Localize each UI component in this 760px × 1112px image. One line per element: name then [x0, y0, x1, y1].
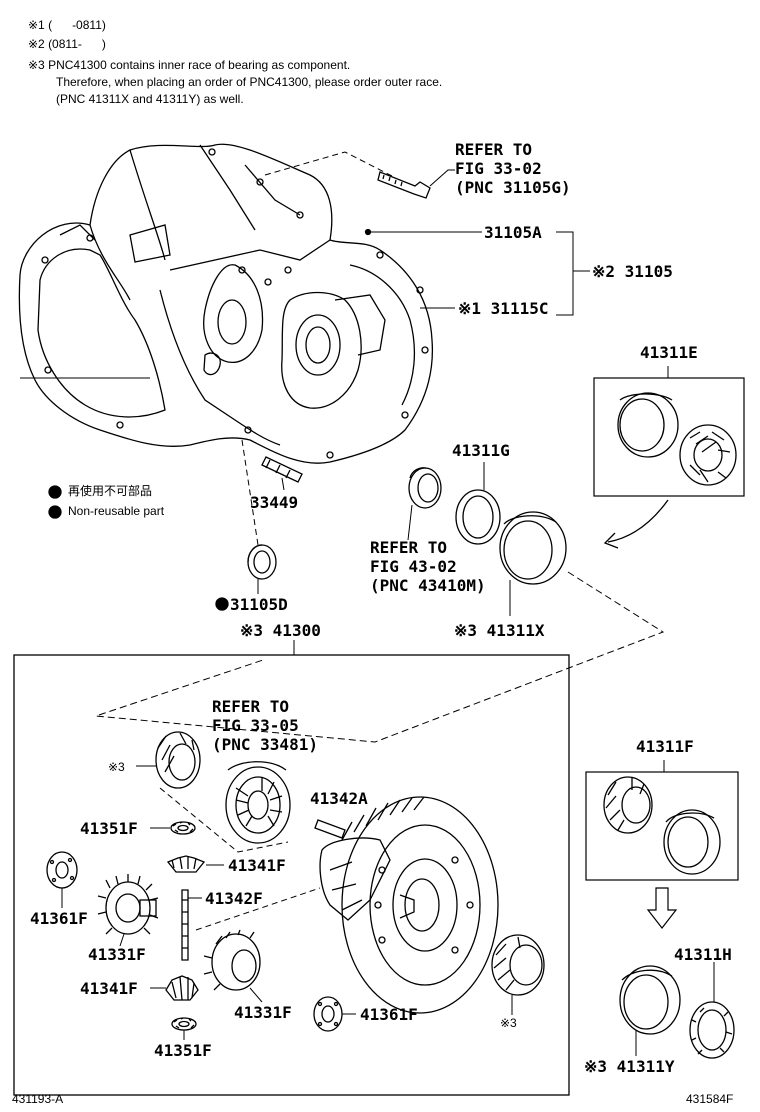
refer-fig-33-05: REFER TO FIG 33-05 (PNC 33481)	[212, 697, 318, 754]
shim-41311g	[455, 489, 501, 545]
refer-line-3: (PNC 31105G)	[455, 178, 571, 197]
label-41341f-bottom: 41341F	[80, 979, 138, 998]
label-31115c: ※1 31115C	[458, 299, 549, 318]
box-41300	[13, 654, 570, 1096]
label-31105a: 31105A	[484, 223, 542, 242]
gear-41341f-top	[166, 855, 206, 873]
label-31105d: 31105D	[230, 595, 288, 614]
label-41341f-top: 41341F	[228, 856, 286, 875]
side-gear-41331f-left	[97, 874, 159, 935]
mark-3-left-bearing: ※3	[108, 760, 125, 774]
race-41311y	[619, 965, 681, 1035]
refer-line-1: REFER TO	[455, 140, 533, 159]
washer-41351f-bottom	[171, 1017, 197, 1031]
footer-right-code: 431584F	[686, 1092, 734, 1106]
label-41342f: 41342F	[205, 889, 263, 908]
thrust-washer-41361f-left	[46, 851, 78, 889]
race-41311x	[499, 511, 567, 585]
note-2: ※2 (0811- )	[28, 37, 106, 51]
thrust-washer-41361f-center	[313, 996, 343, 1032]
note-1: ※1 ( -0811)	[28, 18, 106, 32]
bearing-cone-left	[155, 731, 201, 789]
gear-41341f-bottom	[165, 975, 199, 1001]
refer-line-3: (PNC 43410M)	[370, 576, 486, 595]
label-41311e: 41311E	[640, 343, 698, 362]
refer-fig-33-02: REFER TO FIG 33-02 (PNC 31105G)	[455, 140, 571, 197]
footer-left-code: 431193-A	[12, 1092, 64, 1106]
shim-41311h	[689, 1001, 735, 1059]
pin-41342a	[314, 819, 346, 839]
washer-41351f-top	[170, 821, 196, 835]
label-41342a: 41342A	[310, 789, 368, 808]
note-3-line3: (PNC 41311X and 41311Y) as well.	[56, 92, 244, 106]
seal-31105d	[247, 544, 277, 580]
note-3-line2: Therefore, when placing an order of PNC4…	[56, 75, 443, 89]
label-33449: 33449	[250, 493, 299, 512]
shaft-41342f	[181, 889, 189, 961]
label-41311f-box: 41311F	[636, 737, 694, 756]
differential-case-ring-gear	[319, 796, 499, 1014]
refer-fig-43-02: REFER TO FIG 43-02 (PNC 43410M)	[370, 538, 486, 595]
label-41300: ※3 41300	[240, 621, 321, 640]
label-41331f-left: 41331F	[88, 945, 146, 964]
bolt-31105g	[377, 171, 431, 199]
note-3: ※3 PNC41300 contains inner race of beari…	[28, 58, 351, 72]
refer-line-2: FIG 33-02	[455, 159, 542, 178]
box-41311f	[585, 771, 739, 881]
refer-line-2: FIG 43-02	[370, 557, 457, 576]
seal-43410m	[408, 467, 442, 509]
bearing-roller-41311e	[679, 424, 737, 486]
refer-line-1: REFER TO	[212, 697, 290, 716]
bearing-roller-41311f	[603, 776, 653, 834]
box-41311e	[593, 377, 745, 497]
label-41311y: ※3 41311Y	[584, 1057, 675, 1076]
label-41361f-center: 41361F	[360, 1005, 418, 1024]
non-reusable-dot-1	[48, 485, 62, 499]
refer-line-2: FIG 33-05	[212, 716, 299, 735]
non-reusable-dot-2	[48, 505, 62, 519]
bearing-outer-race-41311f	[663, 809, 721, 875]
bearing-cone-right	[491, 934, 545, 996]
legend-jp: 再使用不可部品	[68, 484, 153, 498]
legend-en: Non-reusable part	[68, 504, 165, 518]
label-41311x: ※3 41311X	[454, 621, 545, 640]
mark-3-right-bearing: ※3	[500, 1016, 517, 1030]
refer-line-1: REFER TO	[370, 538, 448, 557]
label-31105: ※2 31105	[592, 262, 673, 281]
arrow-down	[646, 887, 678, 929]
pin-33449	[261, 456, 303, 483]
label-41351f-bottom: 41351F	[154, 1041, 212, 1060]
label-41311h: 41311H	[674, 945, 732, 964]
gear-33481	[225, 761, 291, 844]
bearing-outer-race-41311e	[617, 392, 679, 458]
side-gear-41331f-center	[203, 929, 261, 991]
label-41331f-center: 41331F	[234, 1003, 292, 1022]
non-reusable-dot-31105d	[215, 597, 229, 611]
arrow-curved	[607, 499, 669, 543]
refer-line-3: (PNC 33481)	[212, 735, 318, 754]
label-41311g: 41311G	[452, 441, 510, 460]
label-41351f-top: 41351F	[80, 819, 138, 838]
transaxle-housing	[18, 143, 434, 464]
label-41361f-left: 41361F	[30, 909, 88, 928]
